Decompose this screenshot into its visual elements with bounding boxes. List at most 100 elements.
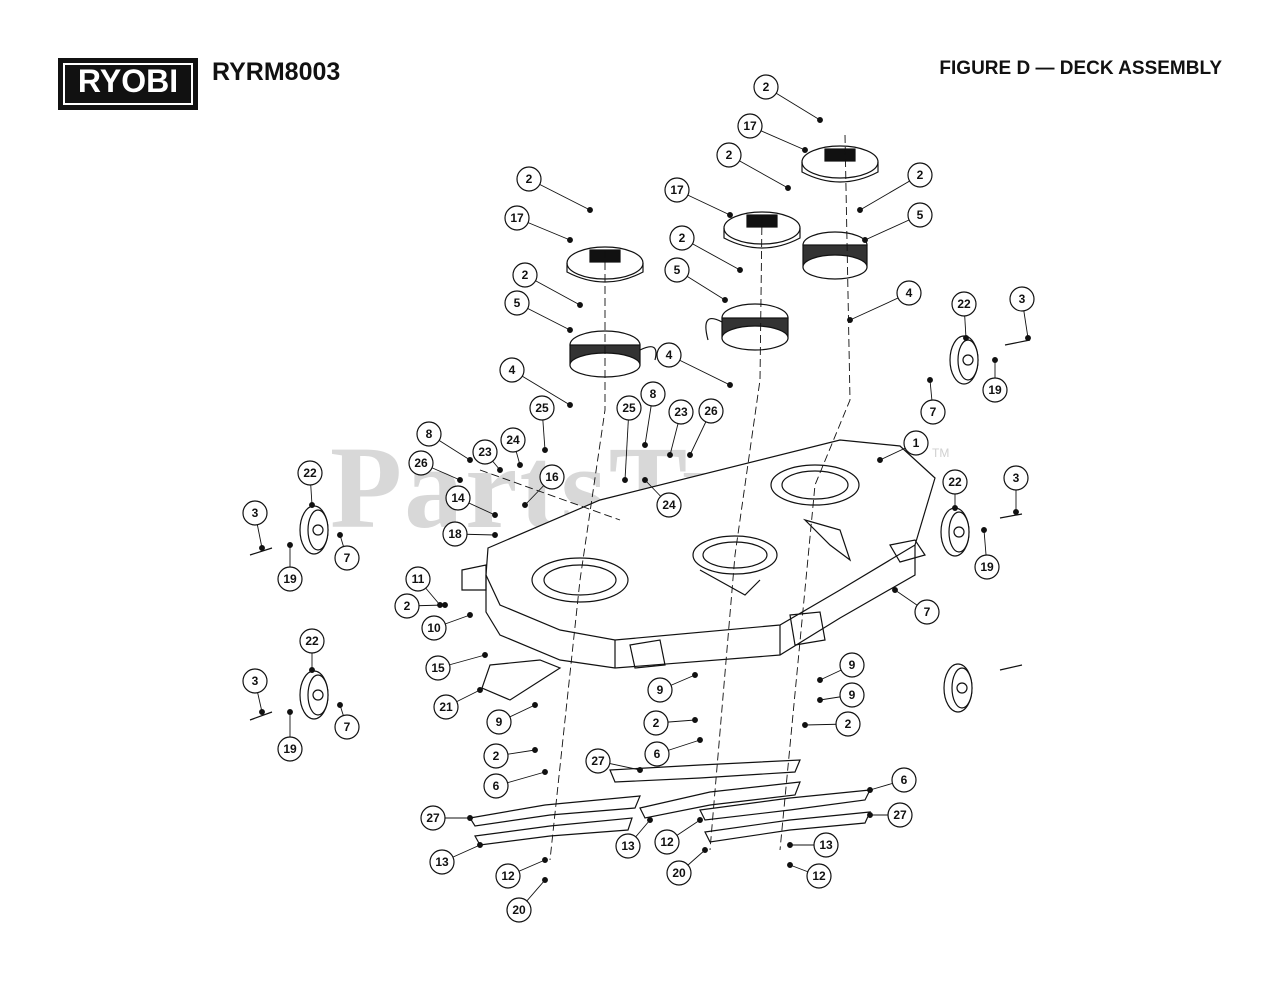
callout-19: 19 — [982, 377, 1008, 403]
callout-circle — [297, 460, 323, 486]
callout-circle — [299, 628, 325, 654]
callout-14: 14 — [445, 485, 471, 511]
callout-23: 23 — [472, 439, 498, 465]
callout-3: 3 — [1009, 286, 1035, 312]
motor-left — [569, 330, 657, 378]
callout-number: 13 — [435, 855, 449, 869]
blade-center — [609, 759, 801, 783]
fastener-dot — [787, 842, 793, 848]
callout-17: 17 — [737, 113, 763, 139]
callout-number: 11 — [412, 572, 425, 586]
callout-circle — [516, 166, 542, 192]
fastener-dot — [517, 462, 523, 468]
callout-22: 22 — [942, 469, 968, 495]
callout-number: 18 — [448, 527, 462, 541]
callout-number: 5 — [514, 296, 521, 310]
callout-8: 8 — [416, 421, 442, 447]
callout-9: 9 — [839, 682, 865, 708]
callout-circle — [656, 492, 682, 518]
callout-16: 16 — [539, 464, 565, 490]
fastener-dot — [787, 862, 793, 868]
fastener-dot — [857, 207, 863, 213]
callout-circle — [445, 485, 471, 511]
fastener-dot — [992, 357, 998, 363]
callout-circle — [920, 399, 946, 425]
callout-circle — [616, 395, 642, 421]
callout-20: 20 — [666, 860, 692, 886]
callout-6: 6 — [644, 741, 670, 767]
callout-2: 2 — [835, 711, 861, 737]
callout-number: 19 — [988, 383, 1002, 397]
brand-name: RYOBI — [77, 63, 179, 99]
callout-26: 26 — [408, 450, 434, 476]
fastener-dot — [647, 817, 653, 823]
callout-circle — [903, 430, 929, 456]
callout-circle — [500, 427, 526, 453]
fastener-dot — [532, 747, 538, 753]
callout-circle — [277, 566, 303, 592]
callout-12: 12 — [654, 829, 680, 855]
fastener-dot — [702, 847, 708, 853]
fastener-dot — [1013, 509, 1019, 515]
callout-6: 6 — [483, 773, 509, 799]
callout-number: 21 — [439, 700, 453, 714]
callout-2: 2 — [643, 710, 669, 736]
fastener-dot — [867, 787, 873, 793]
callout-2: 2 — [483, 743, 509, 769]
callout-5: 5 — [664, 257, 690, 283]
callout-circle — [982, 377, 1008, 403]
fastener-dot — [482, 652, 488, 658]
callout-circle — [495, 863, 521, 889]
callout-circle — [504, 290, 530, 316]
callout-circle — [839, 682, 865, 708]
callout-number: 9 — [849, 688, 856, 702]
callout-27: 27 — [585, 748, 611, 774]
fastener-dot — [477, 687, 483, 693]
motor-center — [705, 303, 789, 351]
callout-2: 2 — [512, 262, 538, 288]
callout-circle — [421, 615, 447, 641]
callout-circle — [529, 395, 555, 421]
callout-2: 2 — [516, 166, 542, 192]
fastener-dot — [259, 709, 265, 715]
callout-12: 12 — [495, 863, 521, 889]
callout-circle — [887, 802, 913, 828]
fastener-dot — [542, 857, 548, 863]
fastener-dot — [927, 377, 933, 383]
callout-5: 5 — [504, 290, 530, 316]
callout-number: 20 — [512, 903, 526, 917]
callout-circle — [716, 142, 742, 168]
fastener-dot — [727, 382, 733, 388]
fastener-dot — [467, 612, 473, 618]
callout-circle — [654, 829, 680, 855]
fastener-dot — [309, 502, 315, 508]
figure-title: FIGURE D — DECK ASSEMBLY — [939, 58, 1222, 79]
callout-4: 4 — [896, 280, 922, 306]
callout-number: 9 — [657, 683, 664, 697]
callout-number: 3 — [1019, 292, 1026, 306]
callout-number: 4 — [666, 348, 673, 362]
callout-circle — [1009, 286, 1035, 312]
callout-circle — [483, 773, 509, 799]
callout-15: 15 — [425, 655, 451, 681]
callout-number: 6 — [493, 779, 500, 793]
fastener-dot — [577, 302, 583, 308]
callout-19: 19 — [277, 566, 303, 592]
callout-number: 2 — [917, 168, 924, 182]
callout-number: 2 — [679, 231, 686, 245]
blade-right — [699, 789, 872, 821]
callout-7: 7 — [334, 545, 360, 571]
callout-27: 27 — [420, 805, 446, 831]
callout-number: 19 — [283, 742, 297, 756]
fastener-dot — [697, 817, 703, 823]
wheel-right-mid — [940, 507, 970, 557]
callout-number: 9 — [496, 715, 503, 729]
fastener-dot — [737, 267, 743, 273]
callout-number: 7 — [924, 605, 931, 619]
fastener-dot — [817, 117, 823, 123]
fastener-dot — [567, 402, 573, 408]
callout-number: 12 — [501, 869, 515, 883]
fastener-dot — [467, 815, 473, 821]
callout-3: 3 — [1003, 465, 1029, 491]
